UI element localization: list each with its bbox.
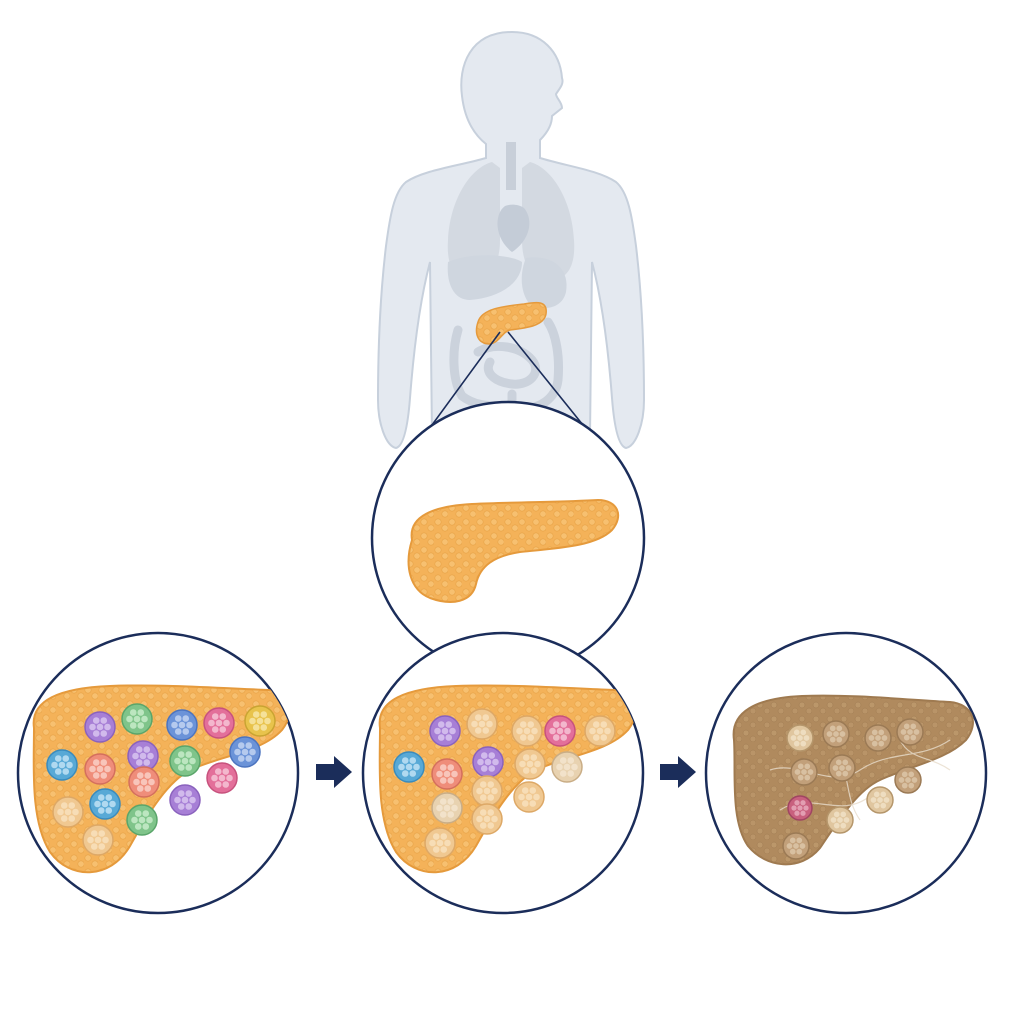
stage-fibrotic-circle	[704, 631, 988, 915]
islet-cluster	[429, 715, 461, 747]
islet-cluster	[894, 766, 922, 794]
trachea	[506, 142, 516, 190]
islet-cluster	[514, 748, 546, 780]
islet-cluster	[46, 749, 78, 781]
pancreas-icon	[475, 301, 547, 345]
liver	[447, 255, 522, 300]
islet-cluster	[229, 736, 261, 768]
islet-cluster	[424, 827, 456, 859]
islet-cluster	[466, 708, 498, 740]
islet-cluster	[203, 707, 235, 739]
islet-cluster	[822, 720, 850, 748]
islet-cluster	[84, 753, 116, 785]
islet-cluster	[787, 795, 813, 821]
islet-cluster	[126, 804, 158, 836]
islet-cluster	[82, 824, 114, 856]
stage-fibrotic-islets	[782, 718, 924, 860]
islet-cluster	[84, 711, 116, 743]
islet-cluster	[786, 724, 814, 752]
islet-cluster	[393, 751, 425, 783]
stage-healthy-circle	[16, 631, 300, 915]
islet-cluster	[513, 781, 545, 813]
islet-cluster	[166, 709, 198, 741]
islet-cluster	[472, 746, 504, 778]
islet-cluster	[584, 715, 616, 747]
islet-cluster	[828, 754, 856, 782]
islet-cluster	[431, 792, 463, 824]
pancreas-zoom-circle	[370, 400, 646, 676]
islet-cluster	[864, 724, 892, 752]
right-arrow-icon	[660, 756, 696, 788]
islet-cluster	[89, 788, 121, 820]
stomach	[521, 257, 567, 308]
islet-cluster	[866, 786, 894, 814]
islet-cluster	[244, 705, 276, 737]
pancreas-enlarged	[407, 498, 620, 603]
islet-cluster	[544, 715, 576, 747]
islet-cluster	[169, 745, 201, 777]
islet-cluster	[206, 762, 238, 794]
islet-cluster	[52, 796, 84, 828]
islet-cluster	[551, 751, 583, 783]
islet-cluster	[431, 758, 463, 790]
stage-declining-islets	[393, 708, 616, 859]
islet-cluster	[896, 718, 924, 746]
islet-cluster	[782, 832, 810, 860]
islet-cluster	[121, 703, 153, 735]
right-arrow-icon	[316, 756, 352, 788]
islet-cluster	[169, 784, 201, 816]
heart	[497, 204, 530, 252]
stage-declining-circle	[361, 631, 645, 915]
islet-cluster	[471, 803, 503, 835]
islet-cluster	[826, 806, 854, 834]
islet-cluster	[128, 766, 160, 798]
stage-healthy-islets	[46, 703, 276, 856]
islet-cluster	[790, 758, 818, 786]
islet-cluster	[511, 715, 543, 747]
human-silhouette-icon	[376, 30, 646, 450]
right-lung	[522, 162, 575, 281]
islet-cluster	[471, 775, 503, 807]
left-lung	[447, 162, 500, 281]
